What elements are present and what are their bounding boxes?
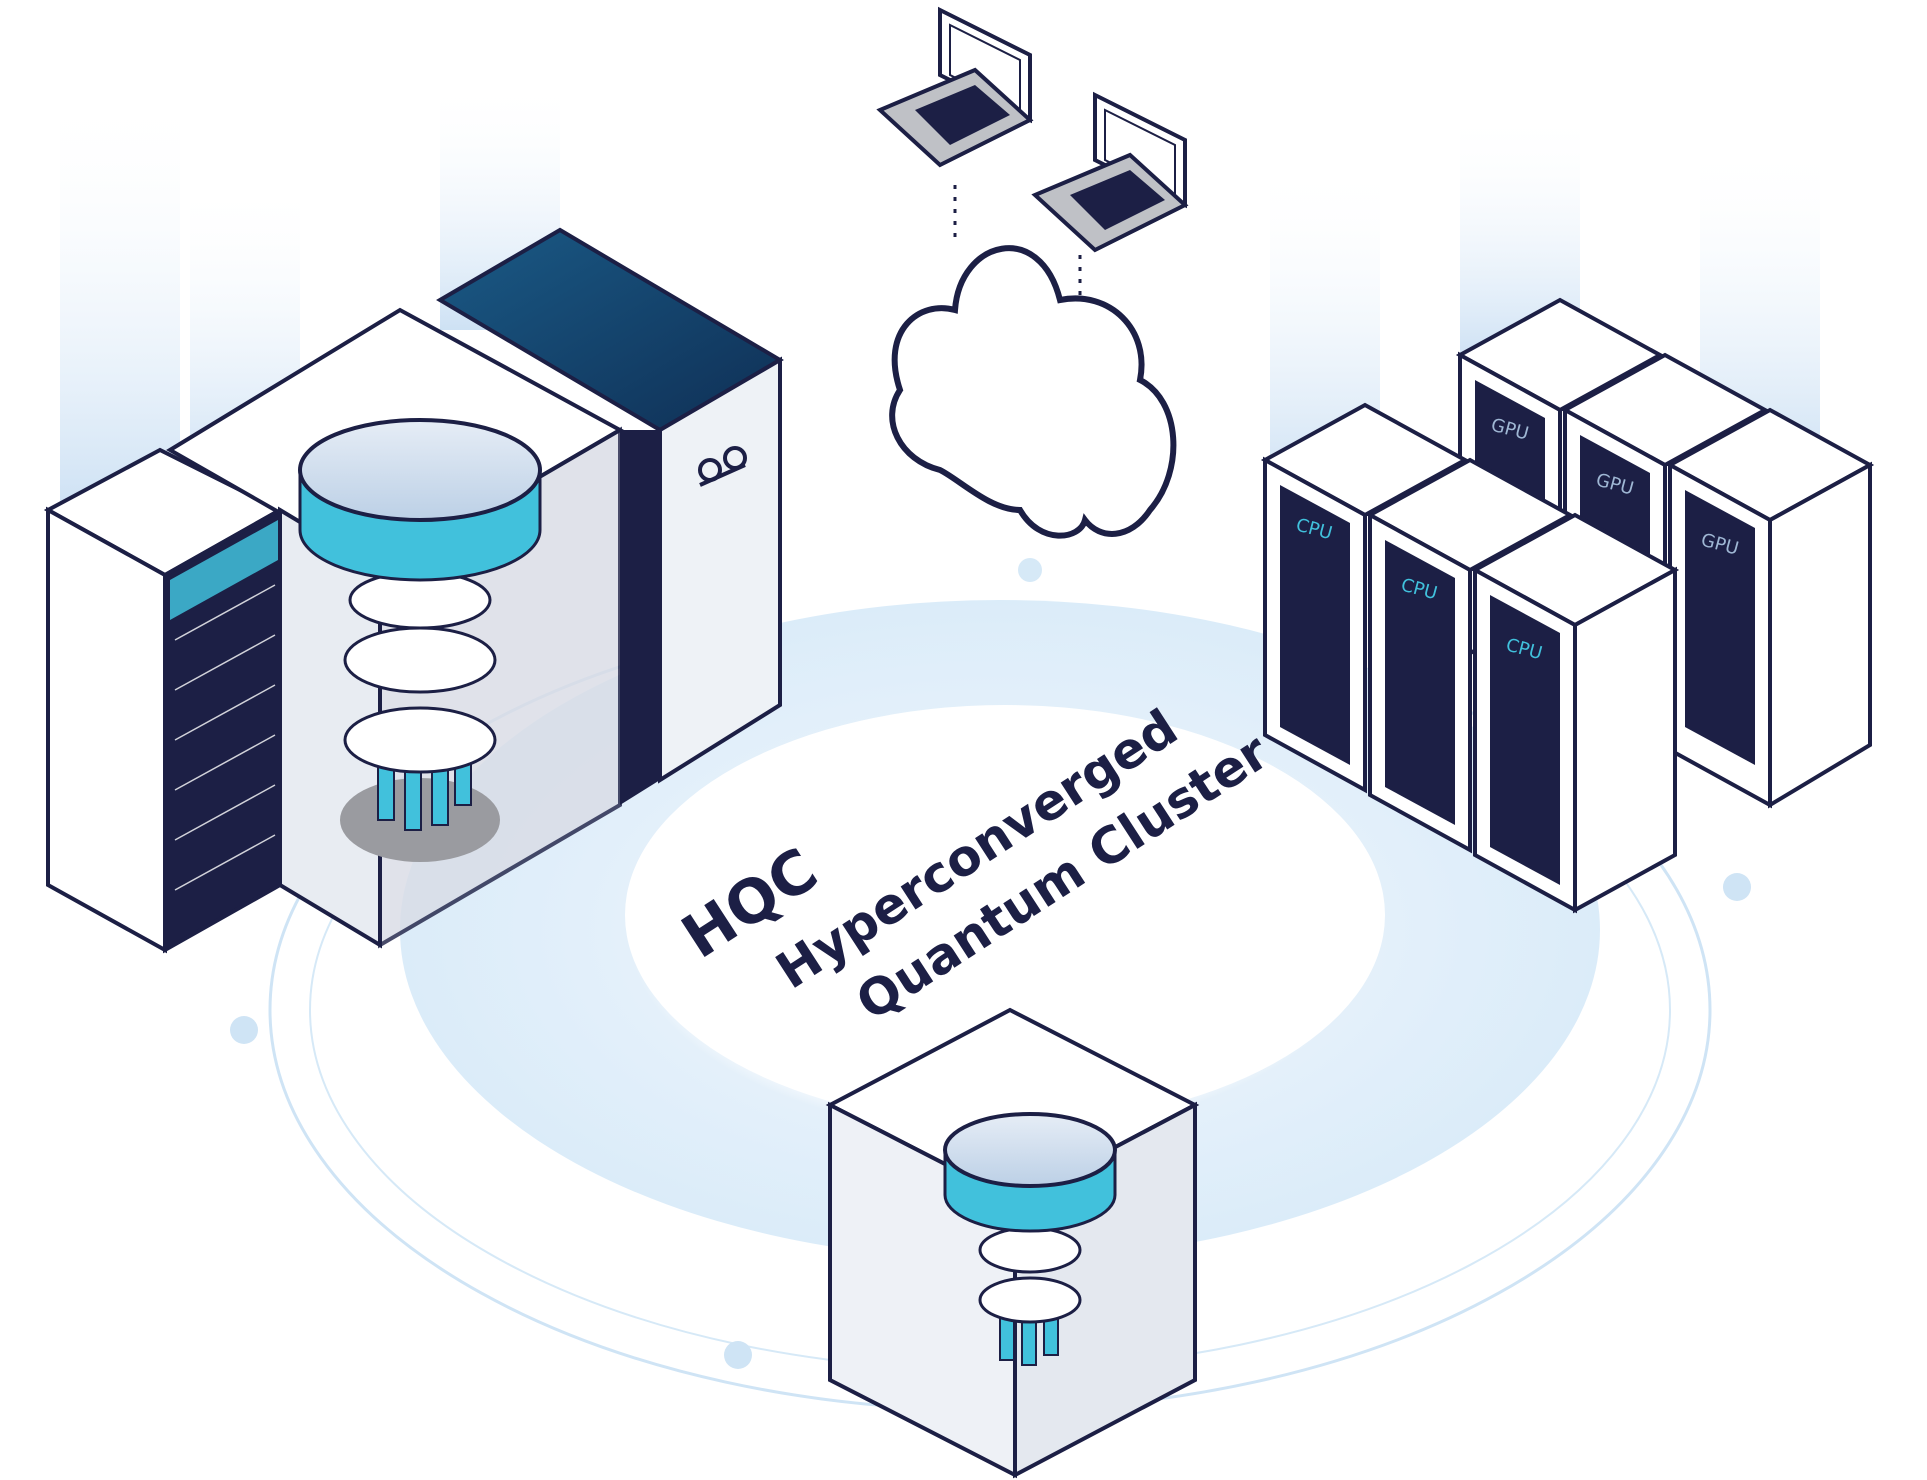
quantum-computer-bottom (825, 1007, 1200, 1479)
cpu-rack-3: CPU (1470, 512, 1680, 914)
laptop-icon (1031, 91, 1189, 310)
server-rack-left (43, 447, 285, 954)
cloud-icon (889, 245, 1177, 539)
cpu-rack-2: CPU (1365, 457, 1575, 854)
quantum-computer-left (166, 307, 625, 949)
light-beams (60, 80, 1820, 510)
cpu-rack-1: CPU (1260, 402, 1470, 794)
gpu-rack-3: GPU (1665, 407, 1875, 809)
network-ring (230, 558, 1751, 1412)
quantum-logo-icon (698, 446, 747, 487)
laptop-icon (876, 6, 1034, 245)
quantum-control-cabinet (436, 227, 784, 805)
